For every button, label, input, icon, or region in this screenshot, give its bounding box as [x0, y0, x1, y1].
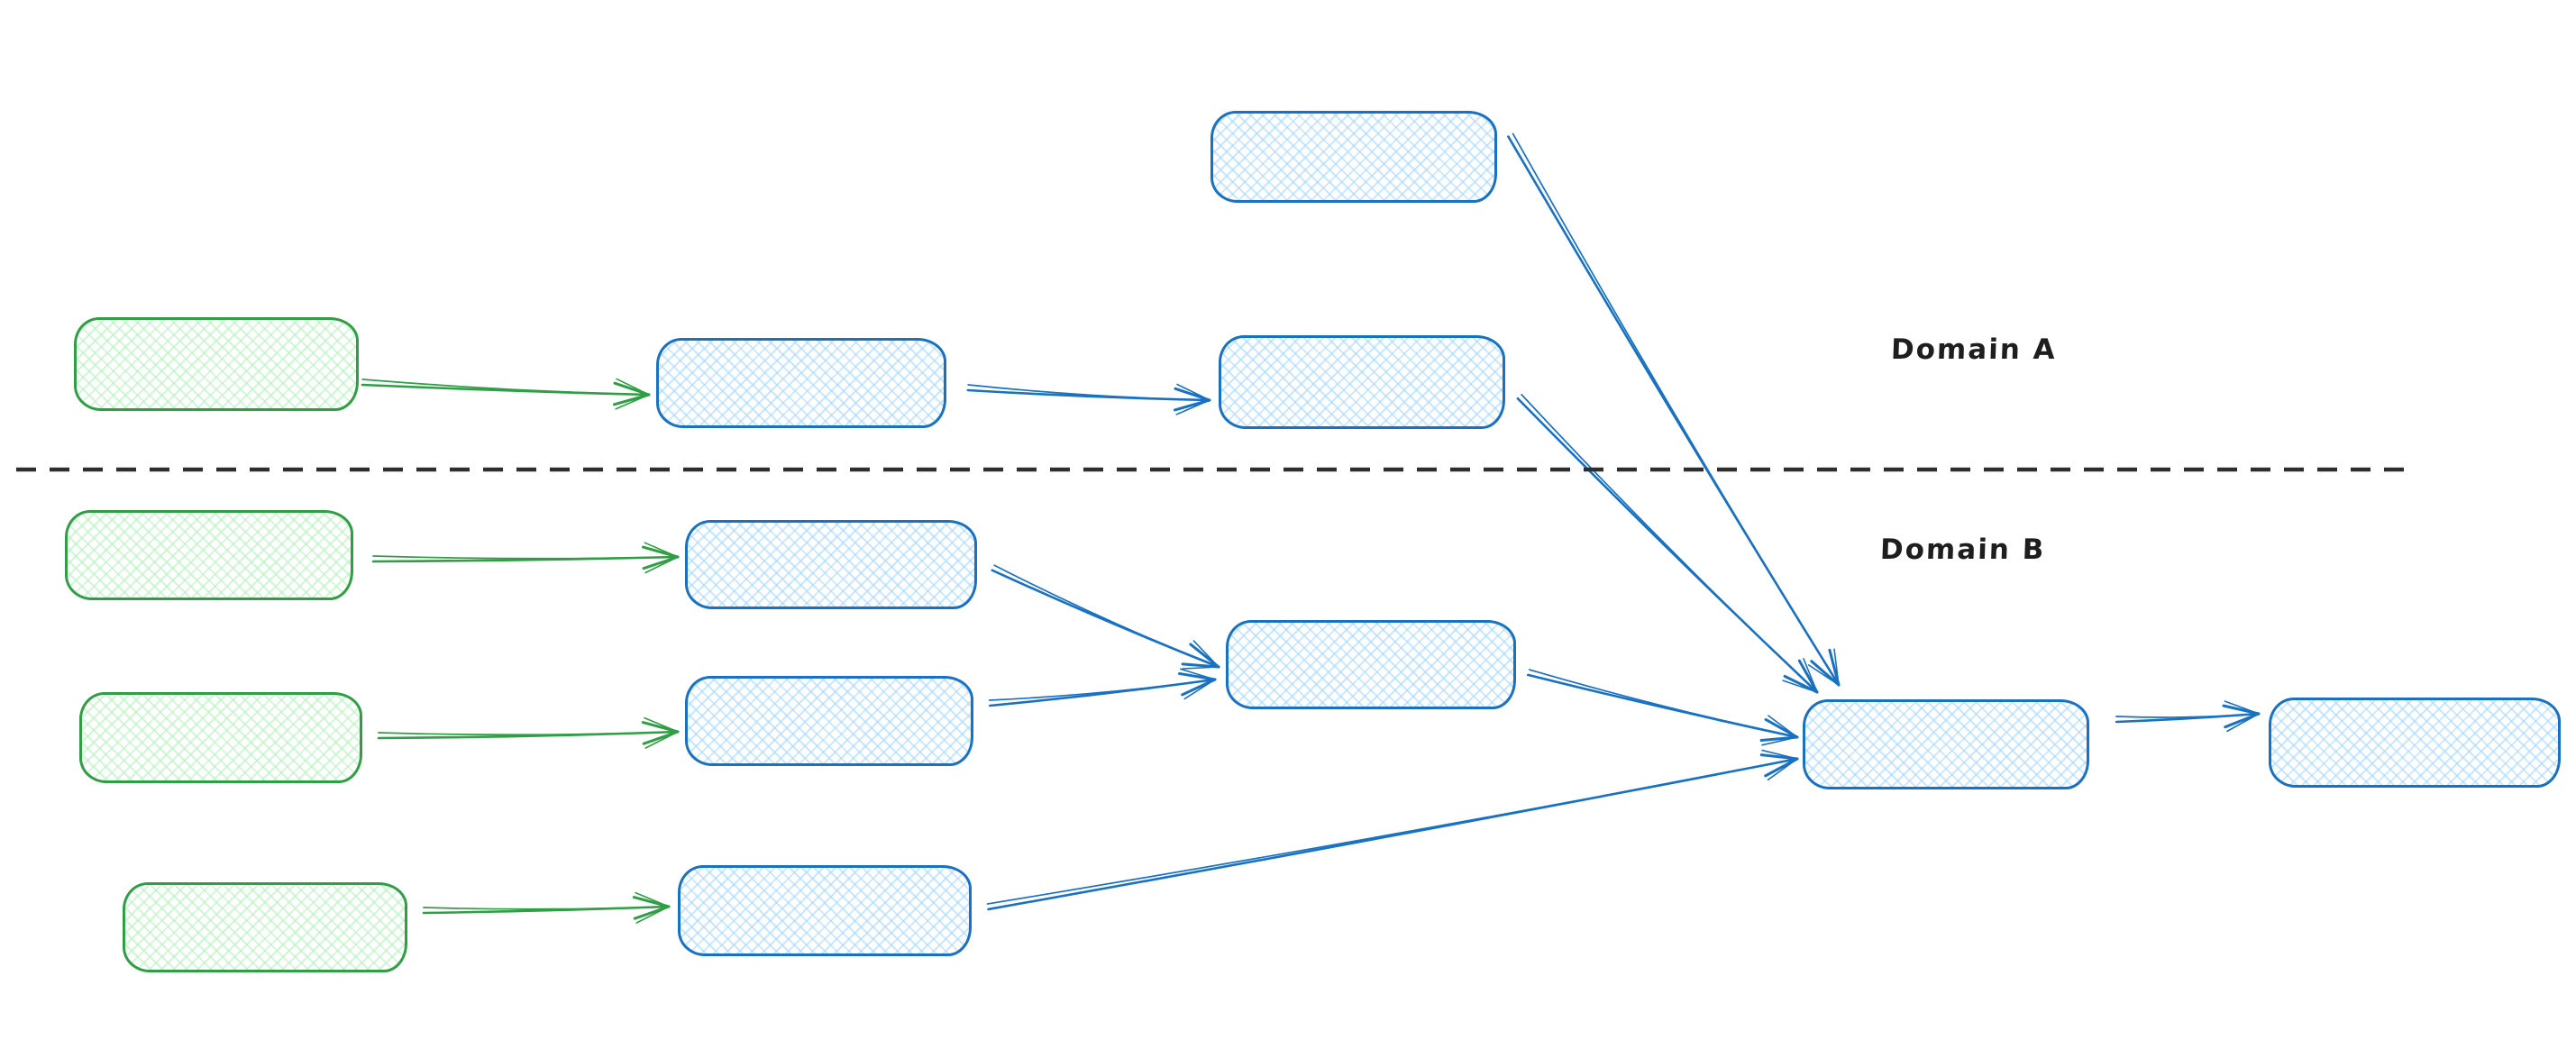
node-process-a1[interactable] [656, 338, 946, 428]
node-merge-b[interactable] [1226, 620, 1516, 709]
node-source-b1[interactable] [65, 510, 353, 600]
node-merge-all[interactable] [1803, 699, 2089, 789]
node-process-b1[interactable] [685, 520, 977, 609]
node-source-b3[interactable] [123, 882, 407, 972]
node-source-b2[interactable] [79, 692, 362, 783]
arrow-process-a2-to-merge-all[interactable] [1516, 394, 1819, 694]
node-process-b2[interactable] [685, 676, 973, 766]
node-process-a2[interactable] [1219, 335, 1505, 429]
arrow-process-a1-to-process-a2[interactable] [966, 383, 1211, 415]
node-process-b3[interactable] [678, 865, 972, 956]
arrow-process-b1-to-merge-b[interactable] [991, 564, 1220, 670]
arrow-input-top-to-merge-all[interactable] [1507, 132, 1841, 687]
arrow-merge-b-to-merge-all[interactable] [1527, 669, 1799, 746]
node-output[interactable] [2269, 698, 2561, 788]
domain-a-label[interactable]: Domain A [1890, 333, 2058, 366]
arrow-source-b1-to-process-b1[interactable] [371, 542, 680, 574]
arrow-source-a-to-process-a1[interactable] [361, 378, 651, 410]
arrow-process-b3-to-merge-all[interactable] [986, 749, 1799, 911]
domain-b-label[interactable]: Domain B [1879, 534, 2047, 566]
arrow-process-b2-to-merge-b[interactable] [988, 668, 1217, 707]
node-source-a[interactable] [74, 317, 359, 411]
node-input-top[interactable] [1210, 111, 1497, 203]
arrow-source-b3-to-process-b3[interactable] [422, 891, 671, 924]
arrow-source-b2-to-process-b2[interactable] [377, 716, 680, 749]
arrow-merge-all-to-output[interactable] [2115, 700, 2261, 733]
